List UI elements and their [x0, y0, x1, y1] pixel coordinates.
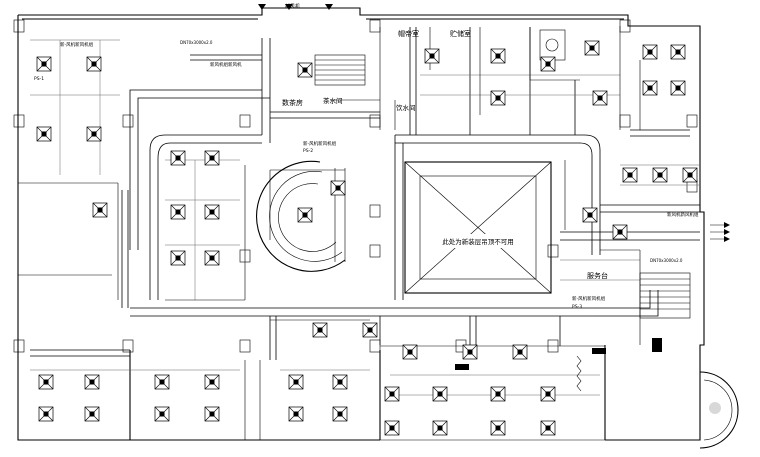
diffuser-core [429, 53, 435, 59]
diffuser-core [545, 61, 551, 67]
diffuser-core [97, 207, 103, 213]
diffuser-core [293, 411, 299, 417]
diffuser-core [587, 212, 593, 218]
structural-columns [13, 19, 698, 353]
diffuser-core [302, 67, 308, 73]
diffuser-core [302, 212, 308, 218]
diffuser-core [91, 131, 97, 137]
unit-left-label: 新-风机新风机组 [60, 41, 94, 48]
diffuser-core [337, 379, 343, 385]
diffuser-core [657, 172, 663, 178]
diffuser-core [437, 391, 443, 397]
diffuser-core [437, 425, 443, 431]
partitions [117, 26, 641, 345]
atrium-void [404, 161, 552, 294]
diffuser-core [467, 349, 473, 355]
unit-left-code: PS-1 [34, 76, 44, 82]
duct-spec-left: DN70x3000x2.0 [180, 40, 213, 45]
diffuser-core [175, 155, 181, 161]
unit-center-code: PS-2 [303, 148, 313, 154]
room-label-shuichafang: 数茶房 [282, 98, 303, 107]
diffuser-core [687, 172, 693, 178]
diffuser-core [647, 49, 653, 55]
round-tower [699, 371, 739, 449]
unit-center-label: 新-风机新风机组 [303, 140, 337, 147]
diffuser-core [41, 61, 47, 67]
room-label-yinshui: 茶水间 [323, 96, 343, 105]
diffuser-core [89, 411, 95, 417]
diffuser-core [43, 379, 49, 385]
atrium-note: 此处为新装层吊顶不可用 [442, 237, 514, 246]
diffuser-core [675, 85, 681, 91]
diffuser-core [159, 411, 165, 417]
diffuser-core [545, 425, 551, 431]
unit-far-right-label: 新风机新风机组 [667, 211, 699, 218]
diffuser-core [367, 327, 373, 333]
diffuser-core [495, 425, 501, 431]
duct-spec-right: DN70x3000x2.0 [650, 258, 683, 263]
diffuser-group [36, 40, 698, 436]
diffuser-core [495, 95, 501, 101]
diffuser-core [495, 53, 501, 59]
diffuser-core [209, 255, 215, 261]
diffuser-core [337, 411, 343, 417]
diffuser-core [209, 155, 215, 161]
diffuser-core [91, 61, 97, 67]
unit-right-label: 新-风机新风机组 [572, 295, 606, 302]
diffuser-core [335, 185, 341, 191]
room-label-chuzhishi: 贮储室 [450, 29, 471, 38]
diffuser-core [589, 45, 595, 51]
diffuser-core [597, 95, 603, 101]
diffuser-core [675, 49, 681, 55]
diffuser-core [495, 391, 501, 397]
diffuser-core [407, 349, 413, 355]
diffuser-core [545, 391, 551, 397]
diffuser-core [209, 411, 215, 417]
diffuser-core [647, 85, 653, 91]
branch-pipes [30, 39, 700, 396]
outer-walls [17, 7, 705, 441]
stair-top [314, 54, 366, 86]
top-note: 新风机 [285, 3, 300, 10]
diffuser-core [209, 379, 215, 385]
diffuser-core [43, 411, 49, 417]
diffuser-core [293, 379, 299, 385]
diffuser-core [389, 391, 395, 397]
room-label-tuiliang: 饮水间 [396, 103, 416, 112]
diffuser-core [617, 229, 623, 235]
diffuser-core [627, 172, 633, 178]
diffuser-core [41, 131, 47, 137]
diffuser-core [159, 379, 165, 385]
diffuser-core [389, 425, 395, 431]
main-ducts [30, 27, 700, 360]
damper-markers [258, 4, 730, 392]
diffuser-core [175, 255, 181, 261]
room-label-changmaoshi: 帽帝室 [398, 29, 419, 38]
diffuser-core [209, 209, 215, 215]
unit-right-code: PS-3 [572, 304, 582, 310]
diffuser-core [517, 349, 523, 355]
stair-right [639, 272, 691, 319]
diffuser-core [317, 327, 323, 333]
room-label-fuwutai: 服务台 [587, 271, 608, 280]
unit-mid-label: 新风机组新风机 [210, 61, 242, 68]
diffuser-core [89, 379, 95, 385]
diffuser-core [175, 209, 181, 215]
